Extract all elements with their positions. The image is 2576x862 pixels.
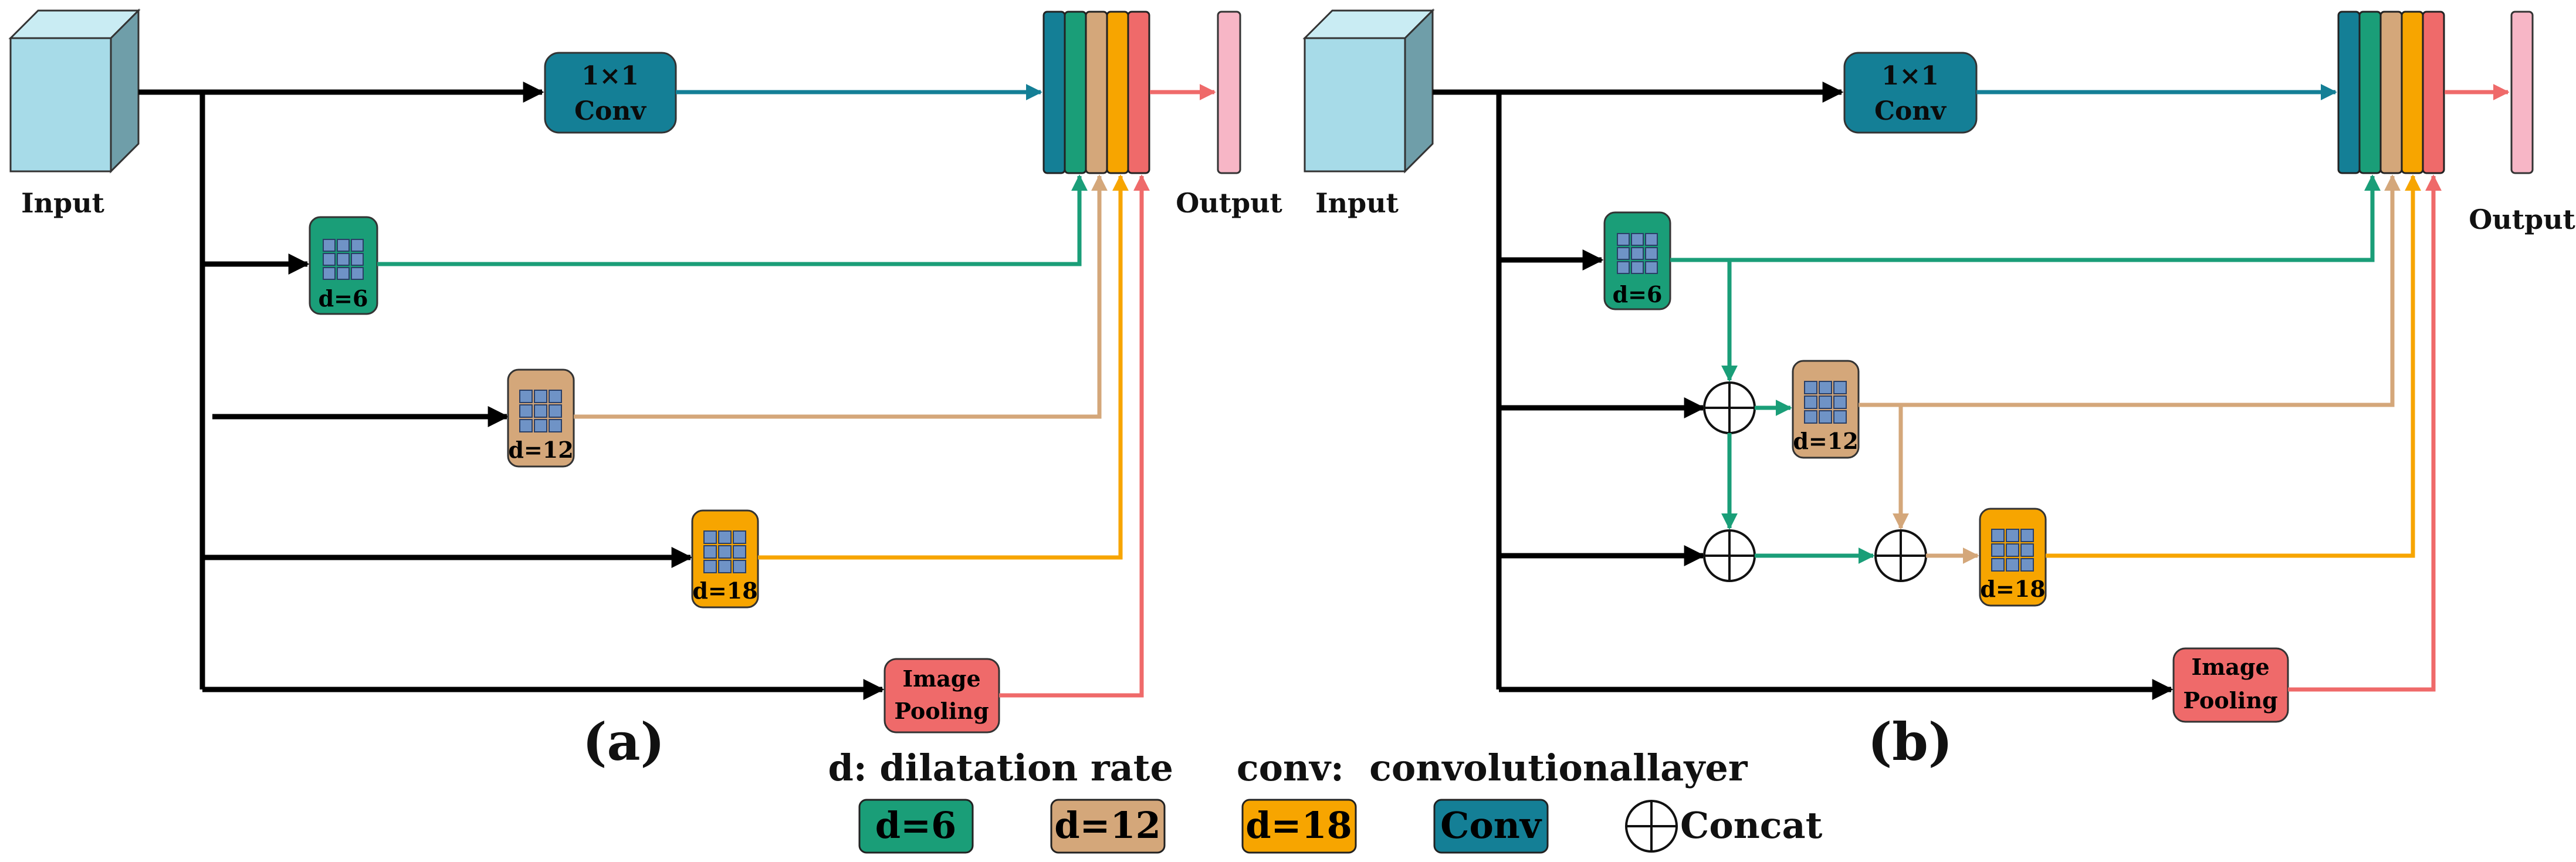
pool-label-line1: Image — [902, 665, 980, 692]
legend-concat-label: Concat — [1680, 804, 1823, 847]
d18-label: d=18 — [1980, 576, 2045, 602]
legend-d18-swatch — [1241, 799, 1357, 854]
atrous-d18-box: d=18 — [691, 509, 759, 609]
grid-icon — [519, 390, 562, 432]
pool-label-line1: Image — [2191, 654, 2269, 680]
grid-icon — [703, 530, 746, 573]
output-label: Output — [2469, 204, 2575, 235]
d12-output-line — [1859, 174, 2401, 407]
atrous-d12-box: d=12 — [507, 369, 575, 468]
input-cube-icon — [8, 8, 141, 174]
input-label: Input — [21, 187, 105, 219]
panel-a: Input 1×1 Conv d=6 — [8, 8, 1283, 772]
panel-a-label: (a) — [583, 711, 665, 772]
input-label: Input — [1315, 187, 1399, 219]
output-label: Output — [1176, 187, 1282, 219]
legend-d18-label: d=18 — [1245, 804, 1352, 847]
pool-label-line2: Pooling — [894, 698, 989, 724]
pool-output-line — [999, 174, 1150, 698]
concat-icon — [1703, 529, 1756, 582]
legend-concat-icon — [1625, 800, 1678, 853]
atrous-d12-box: d=12 — [1792, 360, 1860, 459]
atrous-d6-box: d=6 — [309, 216, 378, 315]
conv-label-line2: Conv — [574, 96, 646, 126]
panel-b: Input 1×1 Conv d=6 — [1302, 8, 2576, 772]
legend-definition: d: dilatation rate conv: convolutionalla… — [828, 746, 1748, 789]
conv-label-line1: 1×1 — [1881, 61, 1939, 91]
legend: d: dilatation rate conv: convolutionalla… — [828, 746, 1823, 854]
d6-label: d=6 — [319, 285, 368, 312]
concat-stack — [2337, 11, 2445, 174]
legend-d12-label: d=12 — [1054, 804, 1161, 847]
d6-output-line — [377, 174, 1088, 266]
panel-b-label: (b) — [1868, 711, 1953, 772]
conv-label-line2: Conv — [1874, 96, 1947, 126]
d12-label: d=12 — [508, 437, 573, 463]
legend-d12-swatch — [1050, 799, 1166, 854]
pool-label-line2: Pooling — [2183, 687, 2277, 714]
grid-icon — [323, 239, 364, 280]
concat-stack — [1042, 11, 1150, 174]
concat-icon — [1874, 529, 1927, 582]
conv-label-line1: 1×1 — [581, 61, 639, 91]
grid-icon — [1617, 233, 1658, 274]
d6-label: d=6 — [1613, 281, 1663, 307]
output-block — [1217, 11, 1241, 174]
input-cube-icon — [1302, 8, 1435, 174]
legend-conv-swatch — [1433, 799, 1549, 854]
d12-label: d=12 — [1793, 428, 1858, 454]
legend-d6-label: d=6 — [875, 804, 956, 847]
legend-d6-swatch — [858, 799, 974, 854]
d6-output-line — [1670, 174, 2381, 262]
d12-output-line — [574, 174, 1108, 419]
atrous-d6-box: d=6 — [1603, 211, 1671, 310]
grid-icon — [1991, 529, 2034, 572]
grid-icon — [1804, 381, 1847, 424]
output-block — [2510, 11, 2534, 174]
d18-label: d=18 — [692, 577, 757, 604]
image-pooling-box — [2172, 647, 2289, 723]
atrous-d18-box: d=18 — [1979, 508, 2047, 607]
legend-conv-label: Conv — [1440, 804, 1542, 847]
d18-output-line — [758, 174, 1129, 560]
concat-icon — [1703, 381, 1756, 434]
pool-output-line — [2288, 174, 2442, 692]
d18-output-line — [2046, 174, 2421, 558]
